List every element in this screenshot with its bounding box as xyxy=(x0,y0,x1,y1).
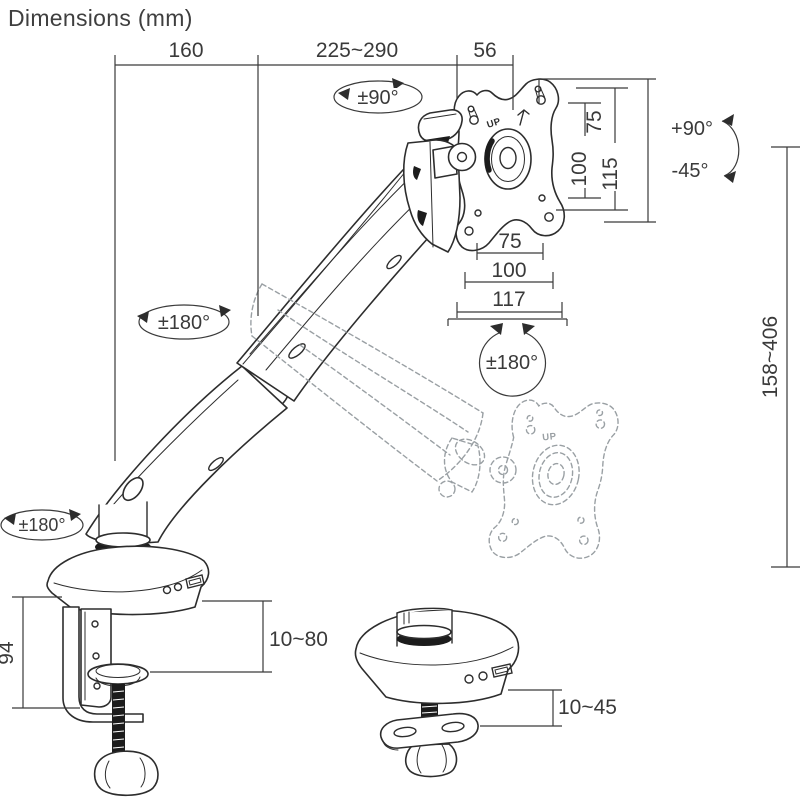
dim-clamp-range: 10~80 xyxy=(150,600,328,673)
tilt-up-label: +90° xyxy=(671,118,713,140)
tilt-indicator: +90° -45° xyxy=(671,114,740,183)
dim-grommet-range: 10~45 xyxy=(480,689,617,727)
vesa-keyhole-top-right xyxy=(534,85,546,105)
head-pivot xyxy=(447,142,477,172)
monitor-arm-drawing xyxy=(85,150,460,546)
dim-158-406-label: 158~406 xyxy=(759,316,782,398)
dim-160-label: 160 xyxy=(168,39,203,62)
dim-10-45-label: 10~45 xyxy=(558,696,617,719)
dim-115-label: 115 xyxy=(599,157,622,190)
vesa-center-boss xyxy=(484,128,532,190)
dim-height-range: 158~406 xyxy=(759,146,800,568)
ghost-vesa-plate: UP xyxy=(488,399,619,559)
dim-top-chain: 160 225~290 56 xyxy=(114,39,514,461)
ghost-arm-position: UP xyxy=(250,283,619,559)
base-usb-ports xyxy=(162,574,205,595)
plate-rotation-indicator: ±180° xyxy=(478,323,547,397)
clamp-pad xyxy=(87,663,149,687)
ghost-vesa-up-marking: UP xyxy=(542,431,557,443)
up-arrow-icon xyxy=(517,109,530,126)
vesa-plate: UP xyxy=(453,78,566,252)
grommet-column xyxy=(396,607,453,649)
dim-vesa-v100-label: 100 xyxy=(568,151,591,186)
grommet-usb-ports xyxy=(464,663,513,684)
vesa-keyhole-top-left xyxy=(467,105,479,125)
grommet-plate xyxy=(379,712,479,751)
dim-vesa-vertical: 75 100 115 xyxy=(538,78,656,223)
tilt-down-label: -45° xyxy=(672,160,709,182)
ghost-head-joint xyxy=(438,437,517,498)
arm-rotation-indicator: ±180° xyxy=(137,304,231,340)
base-rotation-indicator: ±180° xyxy=(0,509,84,541)
vesa-tab-hole-left xyxy=(464,226,474,236)
head-swivel-label: ±90° xyxy=(357,87,398,109)
base-rotation-label: ±180° xyxy=(18,515,65,535)
page-title: Dimensions (mm) xyxy=(8,5,193,31)
clamp-screw xyxy=(112,684,125,758)
dim-117-label: 117 xyxy=(492,288,525,311)
plate-rotation-label: ±180° xyxy=(486,352,538,374)
clamp-knob xyxy=(93,750,159,797)
dim-225-290-label: 225~290 xyxy=(316,39,398,62)
dim-vesa-horizontal: 75 100 117 xyxy=(447,230,568,326)
vesa-up-marking: UP xyxy=(486,116,503,131)
grommet-base xyxy=(354,607,520,778)
clamp-base xyxy=(46,501,210,797)
vesa-hole-bottom-right xyxy=(538,194,546,202)
grommet-knob xyxy=(404,743,458,778)
dim-vesa-h75-label: 75 xyxy=(498,230,521,253)
desk-clamp xyxy=(62,606,159,797)
dim-10-80-label: 10~80 xyxy=(269,628,328,651)
dimension-annotations: 160 225~290 56 75 100 115 75 100 117 xyxy=(0,39,800,727)
arm-rotation-label: ±180° xyxy=(158,312,210,334)
dim-vesa-h100-label: 100 xyxy=(491,259,526,282)
dim-vesa-v75-label: 75 xyxy=(583,110,606,133)
arm-head-joint xyxy=(402,109,477,253)
dim-56-label: 56 xyxy=(473,39,496,62)
vesa-tab-hole-right xyxy=(544,212,554,222)
dim-clamp-height: 94 xyxy=(0,596,80,709)
head-swivel-indicator: ±90° xyxy=(333,78,423,114)
vesa-hole-bottom-left xyxy=(474,209,482,217)
dim-94-label: 94 xyxy=(0,641,18,665)
